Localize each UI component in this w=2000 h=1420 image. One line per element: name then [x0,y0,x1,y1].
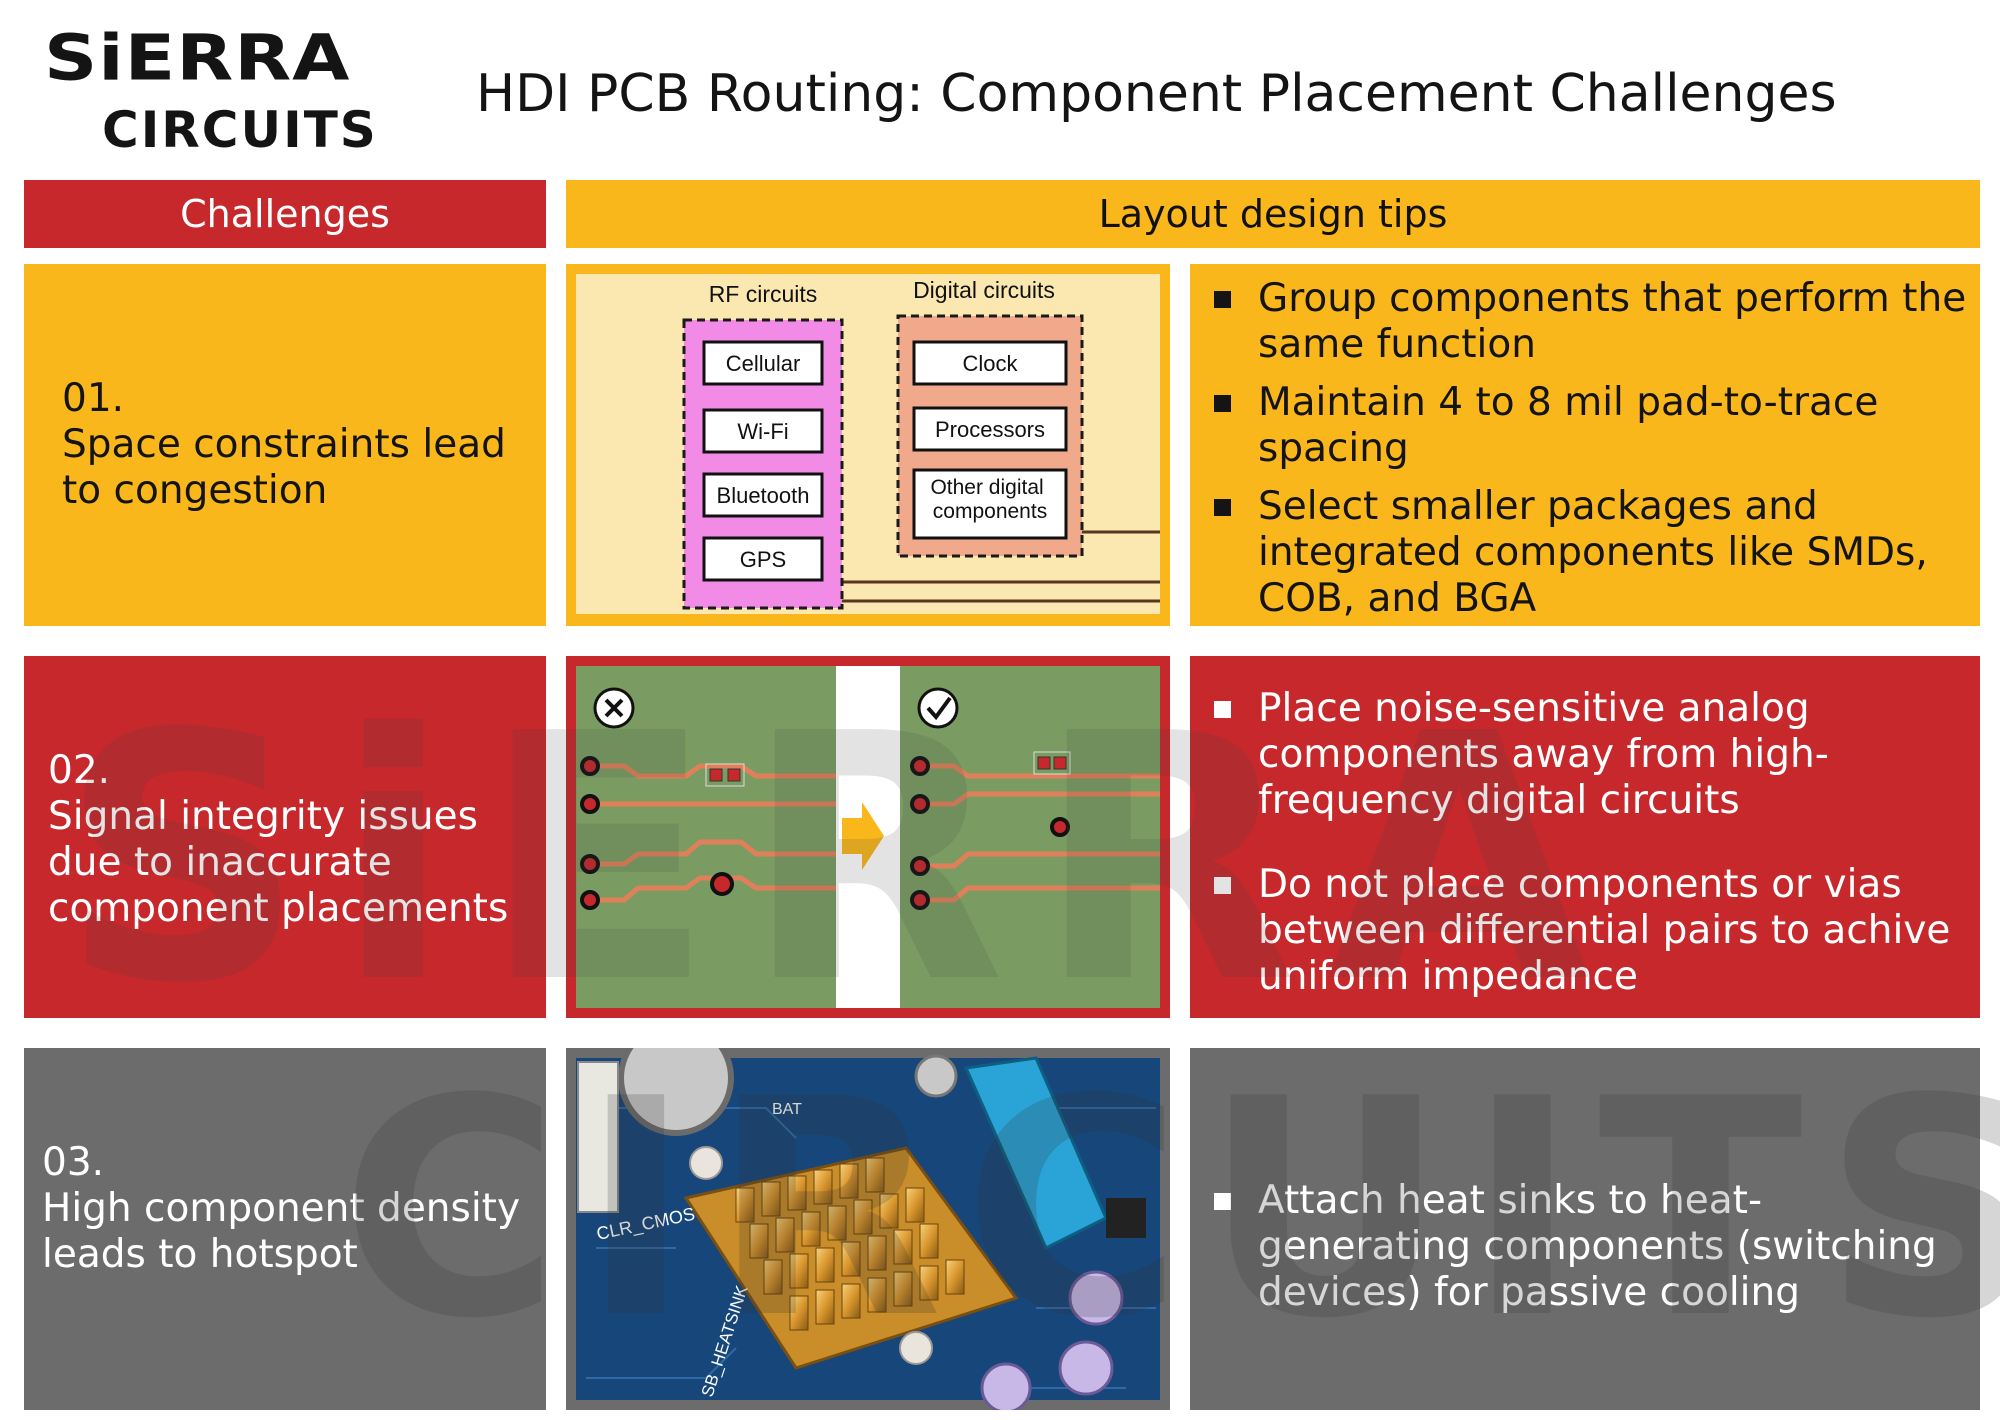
via [580,756,600,776]
tip-item: Attach heat sinks to heat-generating com… [1204,1178,1974,1316]
tip-text: Maintain 4 to 8 mil pad-to-trace spacing [1258,380,1879,471]
diagram-cell-2 [566,656,1170,1018]
tips-cell-3: Attach heat sinks to heat-generating com… [1190,1048,1980,1410]
via [1050,817,1070,837]
bullet-icon [1214,499,1231,516]
tip-item: Select smaller packages and integrated c… [1204,484,1974,622]
tips-cell-2: Place noise-sensitive analog components … [1190,656,1980,1018]
challenge-cell-2: 02. Signal integrity issues due to inacc… [24,656,546,1018]
heatsink-photo: CLR_CMOS SB_HEATSINK BAT [576,1020,1160,1414]
challenges-column-header: Challenges [24,180,546,248]
challenge-1: 01. Space constraints lead to congestion [62,376,532,514]
component-pad [709,768,723,782]
tips-column-header: Layout design tips [566,180,1980,248]
logo-line-2: CIRCUITS [102,101,378,159]
heatsink-fins [735,1157,965,1331]
tip-item: Place noise-sensitive analog components … [1204,686,1974,824]
tip-text: Place noise-sensitive analog components … [1258,686,1829,823]
via [910,856,930,876]
tip-text: Attach heat sinks to heat-generating com… [1258,1178,1937,1315]
tips-cell-1: Group components that perform the same f… [1190,264,1980,626]
rf-component-box [702,472,824,518]
challenge-number: 01. [62,376,125,421]
rf-group-label: RF circuits [709,281,818,307]
challenge-cell-3: 03. High component density leads to hots… [24,1048,546,1410]
rf-item-gps: GPS [740,547,786,572]
mounting-post [899,1331,933,1365]
digital-component-box [912,468,1068,540]
digital-item-processors: Processors [935,417,1045,442]
page-title: HDI PCB Routing: Component Placement Cha… [476,64,1837,124]
tip-item: Group components that perform the same f… [1204,276,1974,368]
component-pad [727,768,741,782]
tip-item: Maintain 4 to 8 mil pad-to-trace spacing [1204,380,1974,472]
sierra-circuits-logo: SiERRA CIRCUITS [44,21,414,159]
via [910,794,930,814]
bat-label: BAT [772,1101,802,1118]
challenge-2: 02. Signal integrity issues due to inacc… [48,748,538,932]
tip-item: Do not place components or vias between … [1204,862,1974,1000]
capacitor [980,1362,1032,1414]
digital-component-box [912,340,1068,386]
tips-list-3: Attach heat sinks to heat-generating com… [1204,1178,1974,1316]
rf-item-wifi: Wi-Fi [737,419,788,444]
diagram-cell-1: RF circuits Cellular Wi-Fi Bluetooth GPS… [566,264,1170,626]
via [580,854,600,874]
x-mark [604,698,624,718]
bad-traces [590,763,836,903]
capacitor [1068,1270,1124,1326]
bullet-icon [1214,291,1231,308]
rf-component-box [702,340,824,386]
good-traces [920,763,1160,903]
tips-list-1: Group components that perform the same f… [1204,276,1974,634]
digital-component-box [912,406,1068,452]
component-pad [1037,756,1051,770]
bullet-icon [1214,701,1231,718]
rf-digital-grouping-diagram: RF circuits Cellular Wi-Fi Bluetooth GPS… [576,274,1160,614]
challenge-3: 03. High component density leads to hots… [42,1140,542,1278]
differential-pair-diagram [576,666,1160,1008]
digital-group-label: Digital circuits [913,277,1055,303]
via [910,890,930,910]
challenge-cell-1: 01. Space constraints lead to congestion [24,264,546,626]
rf-component-box [702,536,824,582]
logo-line-1: SiERRA [44,21,351,96]
tips-list-2: Place noise-sensitive analog components … [1204,686,1974,1038]
component-outline [705,763,745,787]
photo-cell-3: CLR_CMOS SB_HEATSINK BAT [566,1020,1170,1414]
bullet-icon [1214,1193,1231,1210]
component-pad [1053,756,1067,770]
via [710,872,734,896]
check-mark-icon [917,687,959,729]
cmos-battery [618,1020,734,1136]
challenge-text: High component density leads to hotspot [42,1186,521,1277]
via [580,794,600,814]
tip-text: Do not place components or vias between … [1258,862,1951,999]
capacitor [914,1054,958,1098]
via [910,756,930,776]
challenge-text: Signal integrity issues due to inaccurat… [48,794,509,931]
svg-text:Other digital components: Other digital components [930,476,1049,523]
bullet-icon [1214,877,1231,894]
via [580,890,600,910]
tip-text: Select smaller packages and integrated c… [1258,484,1928,621]
connector [577,1061,619,1213]
rf-item-bluetooth: Bluetooth [717,483,810,508]
challenge-number: 03. [42,1140,105,1185]
tip-text: Group components that perform the same f… [1258,276,1967,367]
bullet-icon [1214,395,1231,412]
digital-item-other-line1: Other digital [930,476,1043,499]
arrow-right-icon [842,802,884,870]
capacitor [1058,1340,1114,1396]
rf-component-box [702,408,824,454]
rf-item-cellular: Cellular [726,351,801,376]
chip [1106,1198,1146,1238]
digital-item-other-line2: components [933,500,1047,523]
challenge-number: 02. [48,748,111,793]
digital-item-clock: Clock [962,351,1018,376]
component-outline [1033,751,1071,775]
check-mark [926,696,952,721]
challenge-text: Space constraints lead to congestion [62,422,506,513]
mounting-post [689,1146,723,1180]
